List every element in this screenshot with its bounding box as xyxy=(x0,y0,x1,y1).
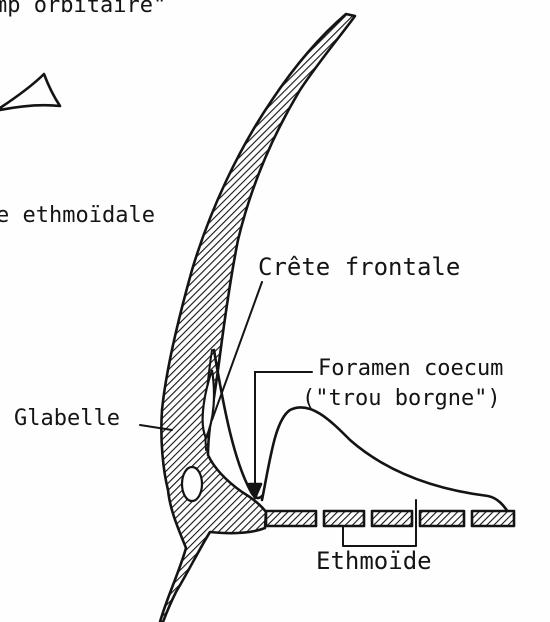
frontal-bone xyxy=(160,14,355,622)
arrowhead-foramen-coecum xyxy=(249,484,261,498)
ethmoid-segment-3 xyxy=(372,511,412,526)
label-ethmoide: Ethmoïde xyxy=(316,547,432,575)
ethmoid-segment-5 xyxy=(472,511,514,526)
ethmoid-segment-4 xyxy=(420,511,464,526)
label-lame-ethmoidale: e ethmoïdale xyxy=(0,203,155,228)
label-champ-orbitaire: mp orbitaire" xyxy=(0,0,166,18)
label-crete-frontale: Crête frontale xyxy=(258,253,460,281)
glabella-cavity xyxy=(182,467,202,501)
ethmoid-segment-2 xyxy=(324,511,364,526)
ethmoid-segment-1 xyxy=(266,511,316,526)
label-glabelle: Glabelle xyxy=(14,406,120,431)
dural-fold-outline xyxy=(262,407,508,512)
label-foramen-coecum: Foramen coecum xyxy=(318,356,503,381)
orbital-roof-fragment xyxy=(0,74,60,110)
ethmoid-plate xyxy=(266,511,514,526)
label-trou-borgne: ("trou borgne") xyxy=(302,386,501,411)
